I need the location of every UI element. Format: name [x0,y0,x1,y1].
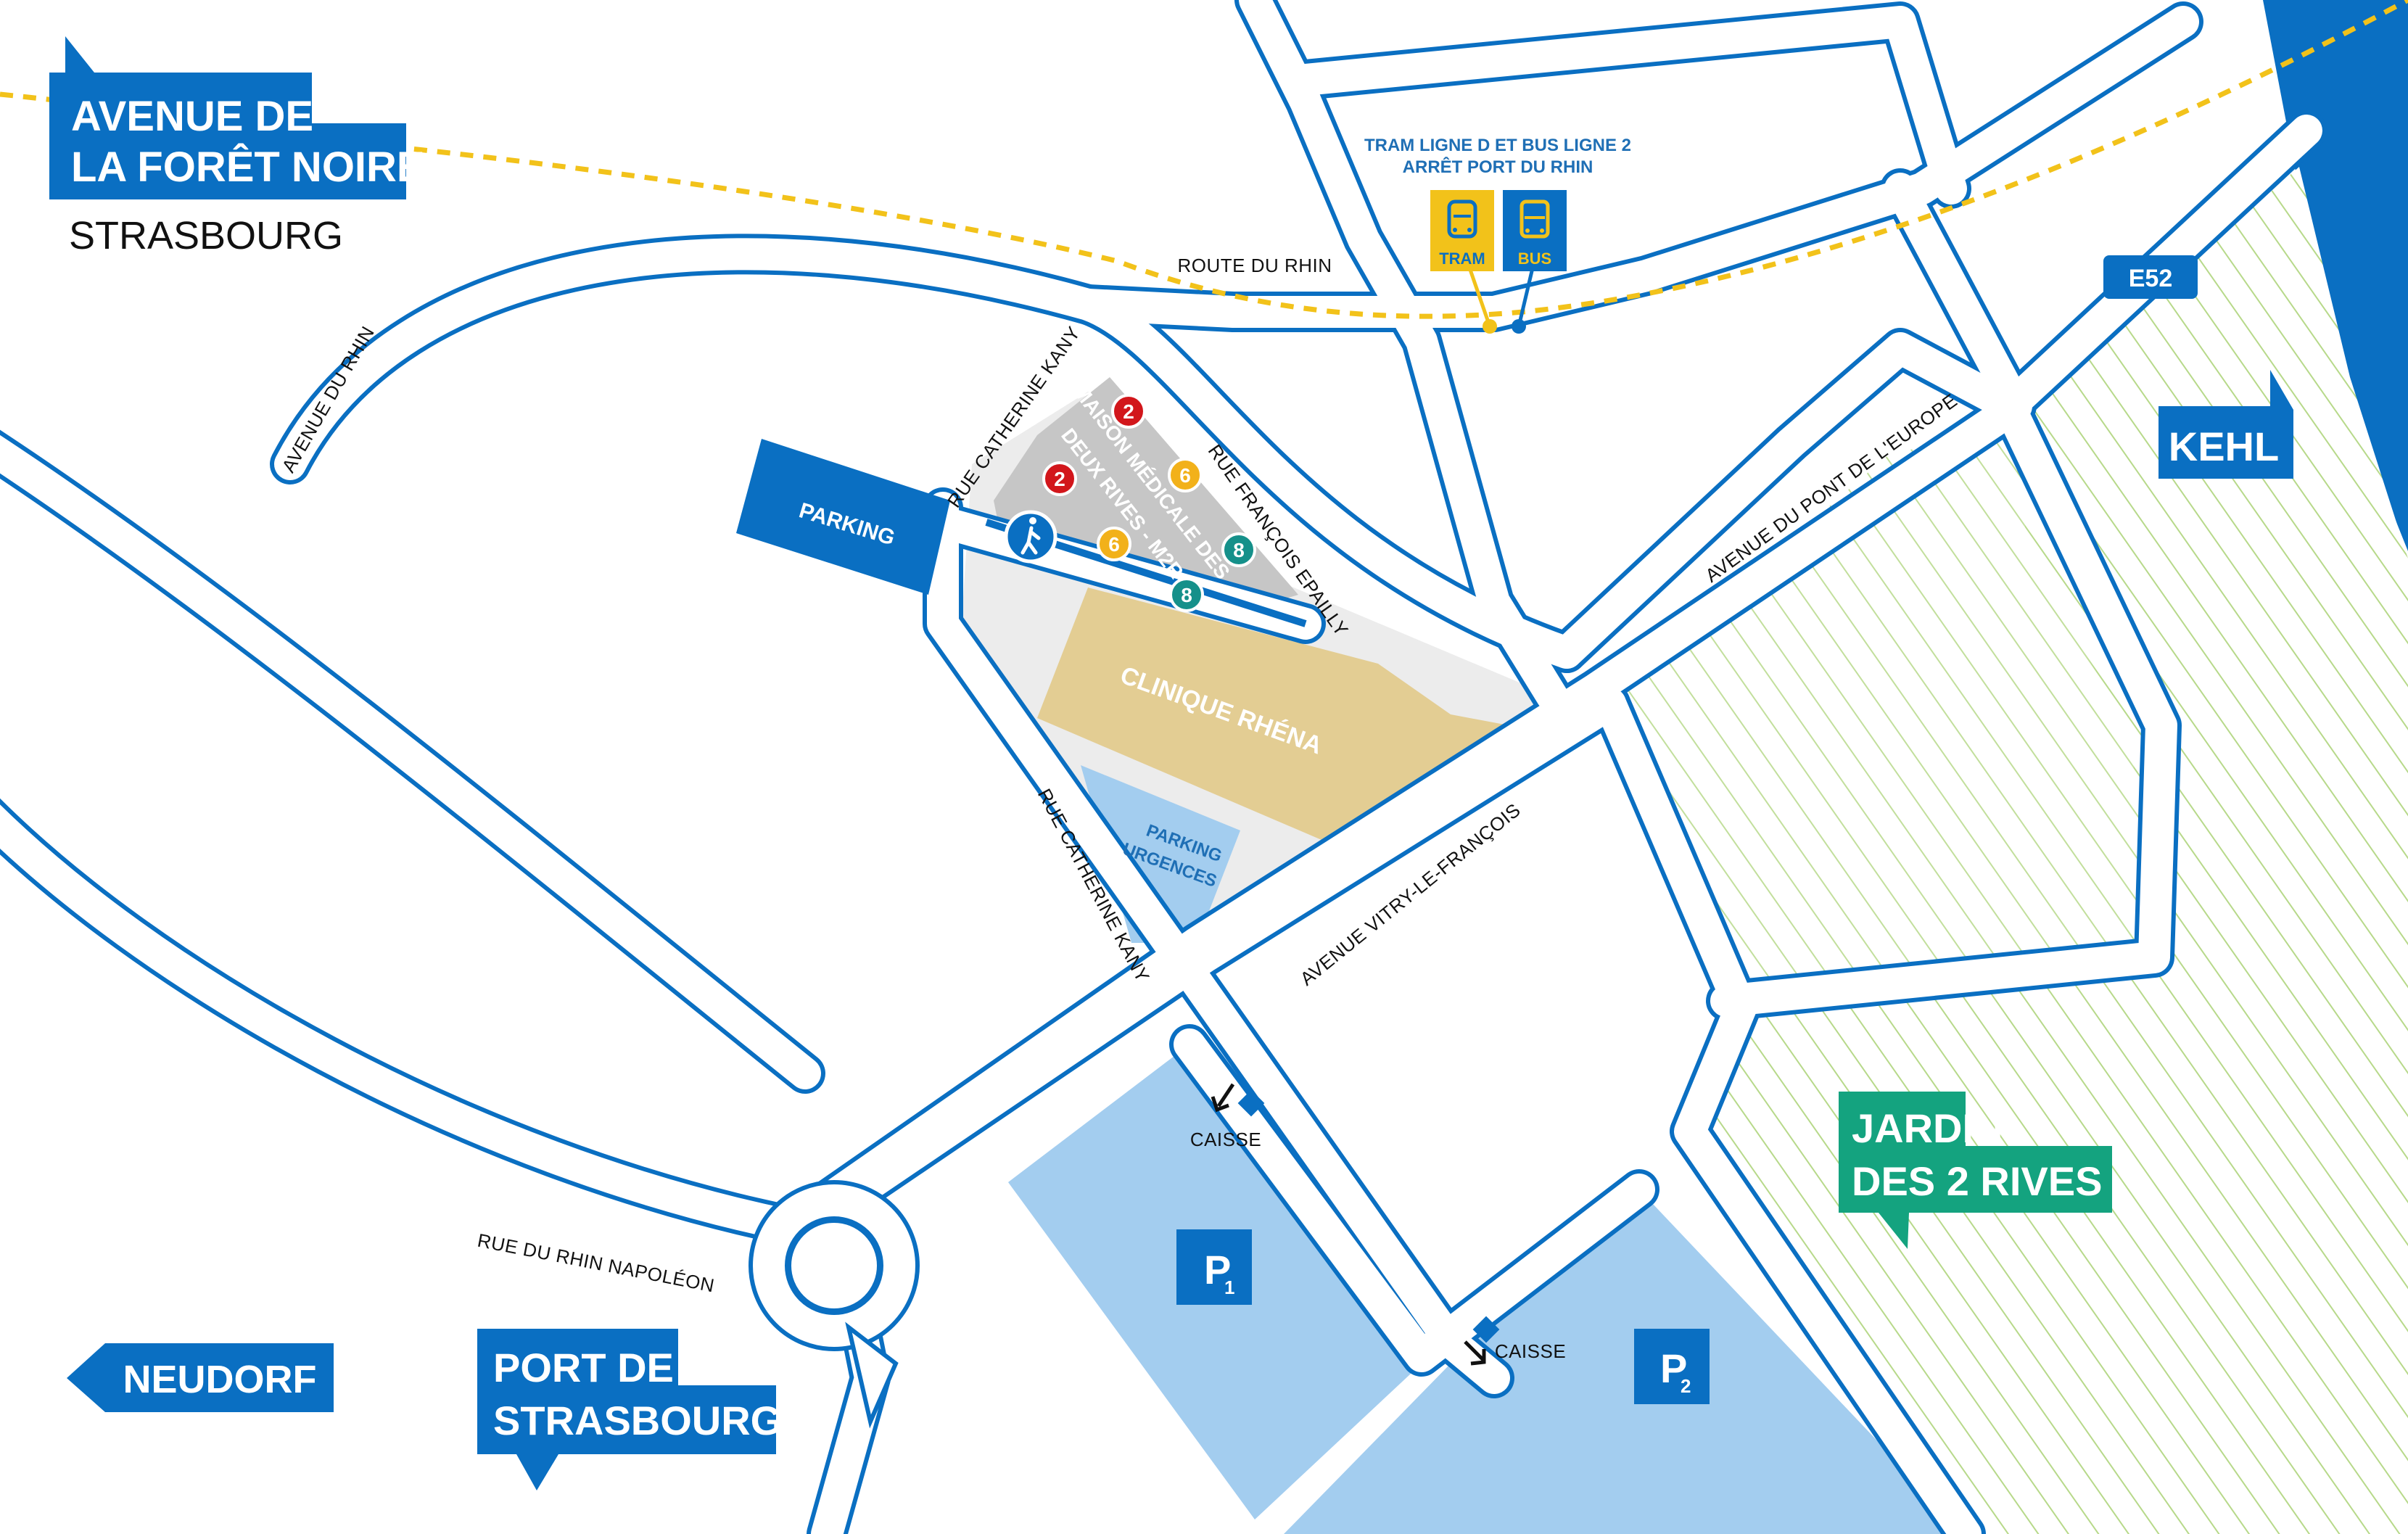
caisse-1[interactable]: CAISSE [1190,1083,1265,1150]
e52-label: E52 [2129,265,2173,292]
jardin-line2: DES 2 RIVES [1852,1158,2102,1204]
p1-sign[interactable]: P 1 [1176,1229,1252,1305]
p1-number: 1 [1224,1277,1234,1298]
road-rue-rhin-napoleon: RUE DU RHIN NAPOLÉON [476,1229,717,1297]
badge-number: 6 [1179,464,1191,487]
road-avenue-du-rhin: AVENUE DU RHIN [277,322,379,476]
bus-line-badge[interactable]: 2 [1042,461,1077,496]
bus-line-badge[interactable]: 6 [1097,527,1131,561]
arrow-icon [1464,1340,1485,1362]
badge-number: 2 [1054,468,1065,490]
p2-sign[interactable]: P 2 [1634,1329,1710,1404]
port-line1: PORT DE [493,1345,674,1390]
parking-block[interactable]: PARKING [736,439,950,595]
foret-noire-line2: LA FORÊT NOIRE [71,144,425,191]
bus-stop-sign[interactable]: BUS [1503,190,1567,271]
kehl-label: KEHL [2169,424,2279,469]
callout-foret-noire[interactable]: AVENUE DE LA FORÊT NOIRE STRASBOURG [49,36,425,257]
stop-info-line2: ARRÊT PORT DU RHIN [1403,157,1593,177]
pedestrian-entrance[interactable] [1004,510,1057,564]
tram-sign-label: TRAM [1439,250,1485,268]
caisse-2-label: CAISSE [1495,1340,1566,1362]
tram-icon [1447,199,1477,239]
foret-noire-line1: AVENUE DE [71,93,313,140]
badge-number: 8 [1233,539,1245,561]
bus-icon [1520,199,1550,239]
port-line2: STRASBOURG [493,1398,782,1443]
road-network [0,0,2327,1534]
callout-jardin[interactable]: JARDIN DES 2 RIVES [1839,1092,2112,1249]
bus-line-badge[interactable]: 8 [1221,532,1256,567]
e52-shield: E52 [2103,255,2198,299]
strasbourg-label: STRASBOURG [69,214,343,257]
caisse-2[interactable]: CAISSE [1464,1316,1566,1366]
arrow-icon [1216,1083,1235,1108]
bus-line-badge[interactable]: 6 [1168,458,1203,492]
badge-number: 8 [1181,584,1192,606]
callout-kehl[interactable]: KEHL [2158,370,2293,479]
p1-letter: P [1204,1247,1231,1292]
jardin-line1: JARDIN [1852,1105,2003,1151]
jardin-area-lower [1596,421,2154,1001]
neudorf-label: NEUDORF [123,1358,317,1401]
badge-number: 2 [1123,400,1134,423]
road-route-du-rhin: ROUTE DU RHIN [1177,255,1332,276]
tram-stop-sign[interactable]: TRAM [1430,190,1494,271]
clinique-building [1037,587,1509,849]
callout-port[interactable]: PORT DE STRASBOURG [477,1329,782,1490]
p2-number: 2 [1681,1375,1691,1397]
badge-number: 6 [1108,533,1120,556]
callout-neudorf[interactable]: NEUDORF [67,1343,334,1412]
bus-line-badge[interactable]: 8 [1169,577,1204,612]
bus-line-badge[interactable]: 2 [1111,394,1146,429]
caisse-1-label: CAISSE [1190,1129,1261,1150]
parking-p2-area [1284,1189,1966,1534]
stop-info-line1: TRAM LIGNE D ET BUS LIGNE 2 [1364,136,1631,155]
bus-sign-label: BUS [1518,250,1551,268]
p2-letter: P [1660,1345,1687,1391]
pedestrian-icon [1020,517,1041,555]
